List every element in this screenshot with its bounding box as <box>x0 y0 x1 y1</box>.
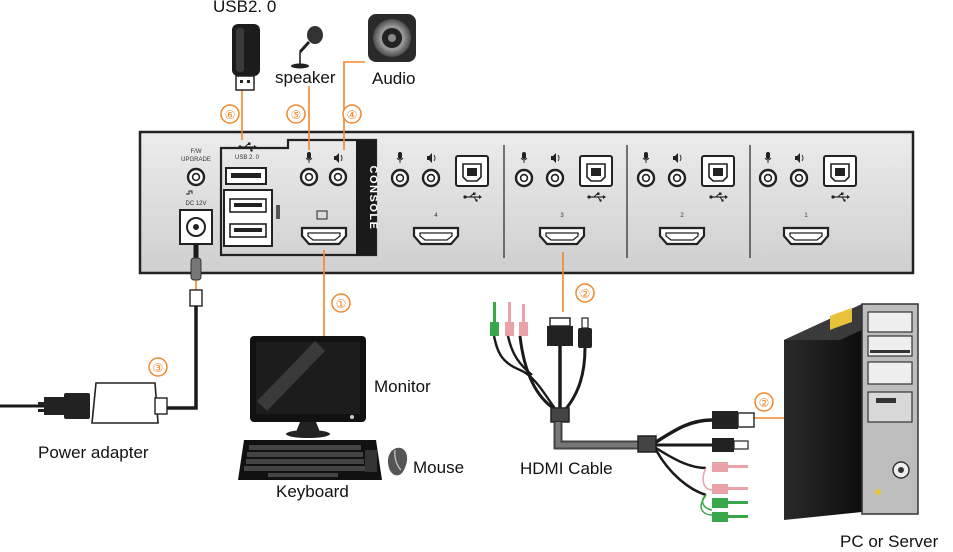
callout-6: ⑥ <box>225 108 236 122</box>
callout-marker-5 <box>286 104 306 124</box>
fw-upgrade-port[interactable] <box>186 167 206 187</box>
power-adapter-label: Power adapter <box>38 443 149 462</box>
pc-tower-icon <box>784 303 919 520</box>
usb-port-label: USB 2. 0 <box>235 155 260 161</box>
callout-5: ⑤ <box>291 108 302 122</box>
monitor-label: Monitor <box>374 377 431 396</box>
usb-flash-drive-icon <box>232 24 260 91</box>
dc-power-port[interactable] <box>179 190 213 245</box>
speaker-label: speaker <box>275 68 336 87</box>
keyboard-label: Keyboard <box>276 482 349 501</box>
callout-markers <box>148 104 774 412</box>
power-adapter-icon <box>38 382 168 424</box>
power-cable <box>0 244 203 410</box>
dc-label: DC 12V <box>185 201 206 207</box>
audio-label: Audio <box>372 69 416 88</box>
callout-marker-2b <box>754 392 774 412</box>
port-number-2: 2 <box>680 213 684 219</box>
callout-4: ④ <box>347 108 358 122</box>
usb-label: USB2. 0 <box>213 0 277 16</box>
port-number-1: 1 <box>804 213 808 219</box>
fw-upgrade-top-label: F/W <box>191 149 202 155</box>
mouse-icon <box>387 447 408 476</box>
console-hdmi-port[interactable] <box>300 210 348 246</box>
hdmi-cable-label: HDMI Cable <box>520 459 613 478</box>
port-number-4: 4 <box>434 213 438 219</box>
callout-3: ③ <box>153 361 164 375</box>
fw-upgrade-label: UPGRADE <box>181 157 211 163</box>
console-usb-ports[interactable] <box>223 141 280 247</box>
callout-marker-1 <box>331 293 351 313</box>
mouse-label: Mouse <box>413 458 465 477</box>
callout-2-pc: ② <box>759 396 770 410</box>
callout-marker-6 <box>220 104 240 124</box>
callout-marker-3 <box>148 357 168 377</box>
callout-marker-4 <box>342 104 362 124</box>
audio-speaker-icon <box>368 14 416 62</box>
monitor-icon <box>250 336 366 438</box>
keyboard-icon <box>238 440 382 480</box>
port-number-3: 3 <box>560 213 564 219</box>
microphone-icon <box>291 26 323 69</box>
callout-2-cable: ② <box>580 287 591 301</box>
callout-leaders <box>195 61 788 419</box>
hdmi-kvm-cable <box>490 302 755 522</box>
pc-server-label: PC or Server <box>840 532 939 551</box>
callout-1: ① <box>336 297 347 311</box>
console-bar <box>356 140 376 255</box>
callout-marker-2a <box>575 283 595 303</box>
console-label: CONSOLE <box>367 166 379 231</box>
